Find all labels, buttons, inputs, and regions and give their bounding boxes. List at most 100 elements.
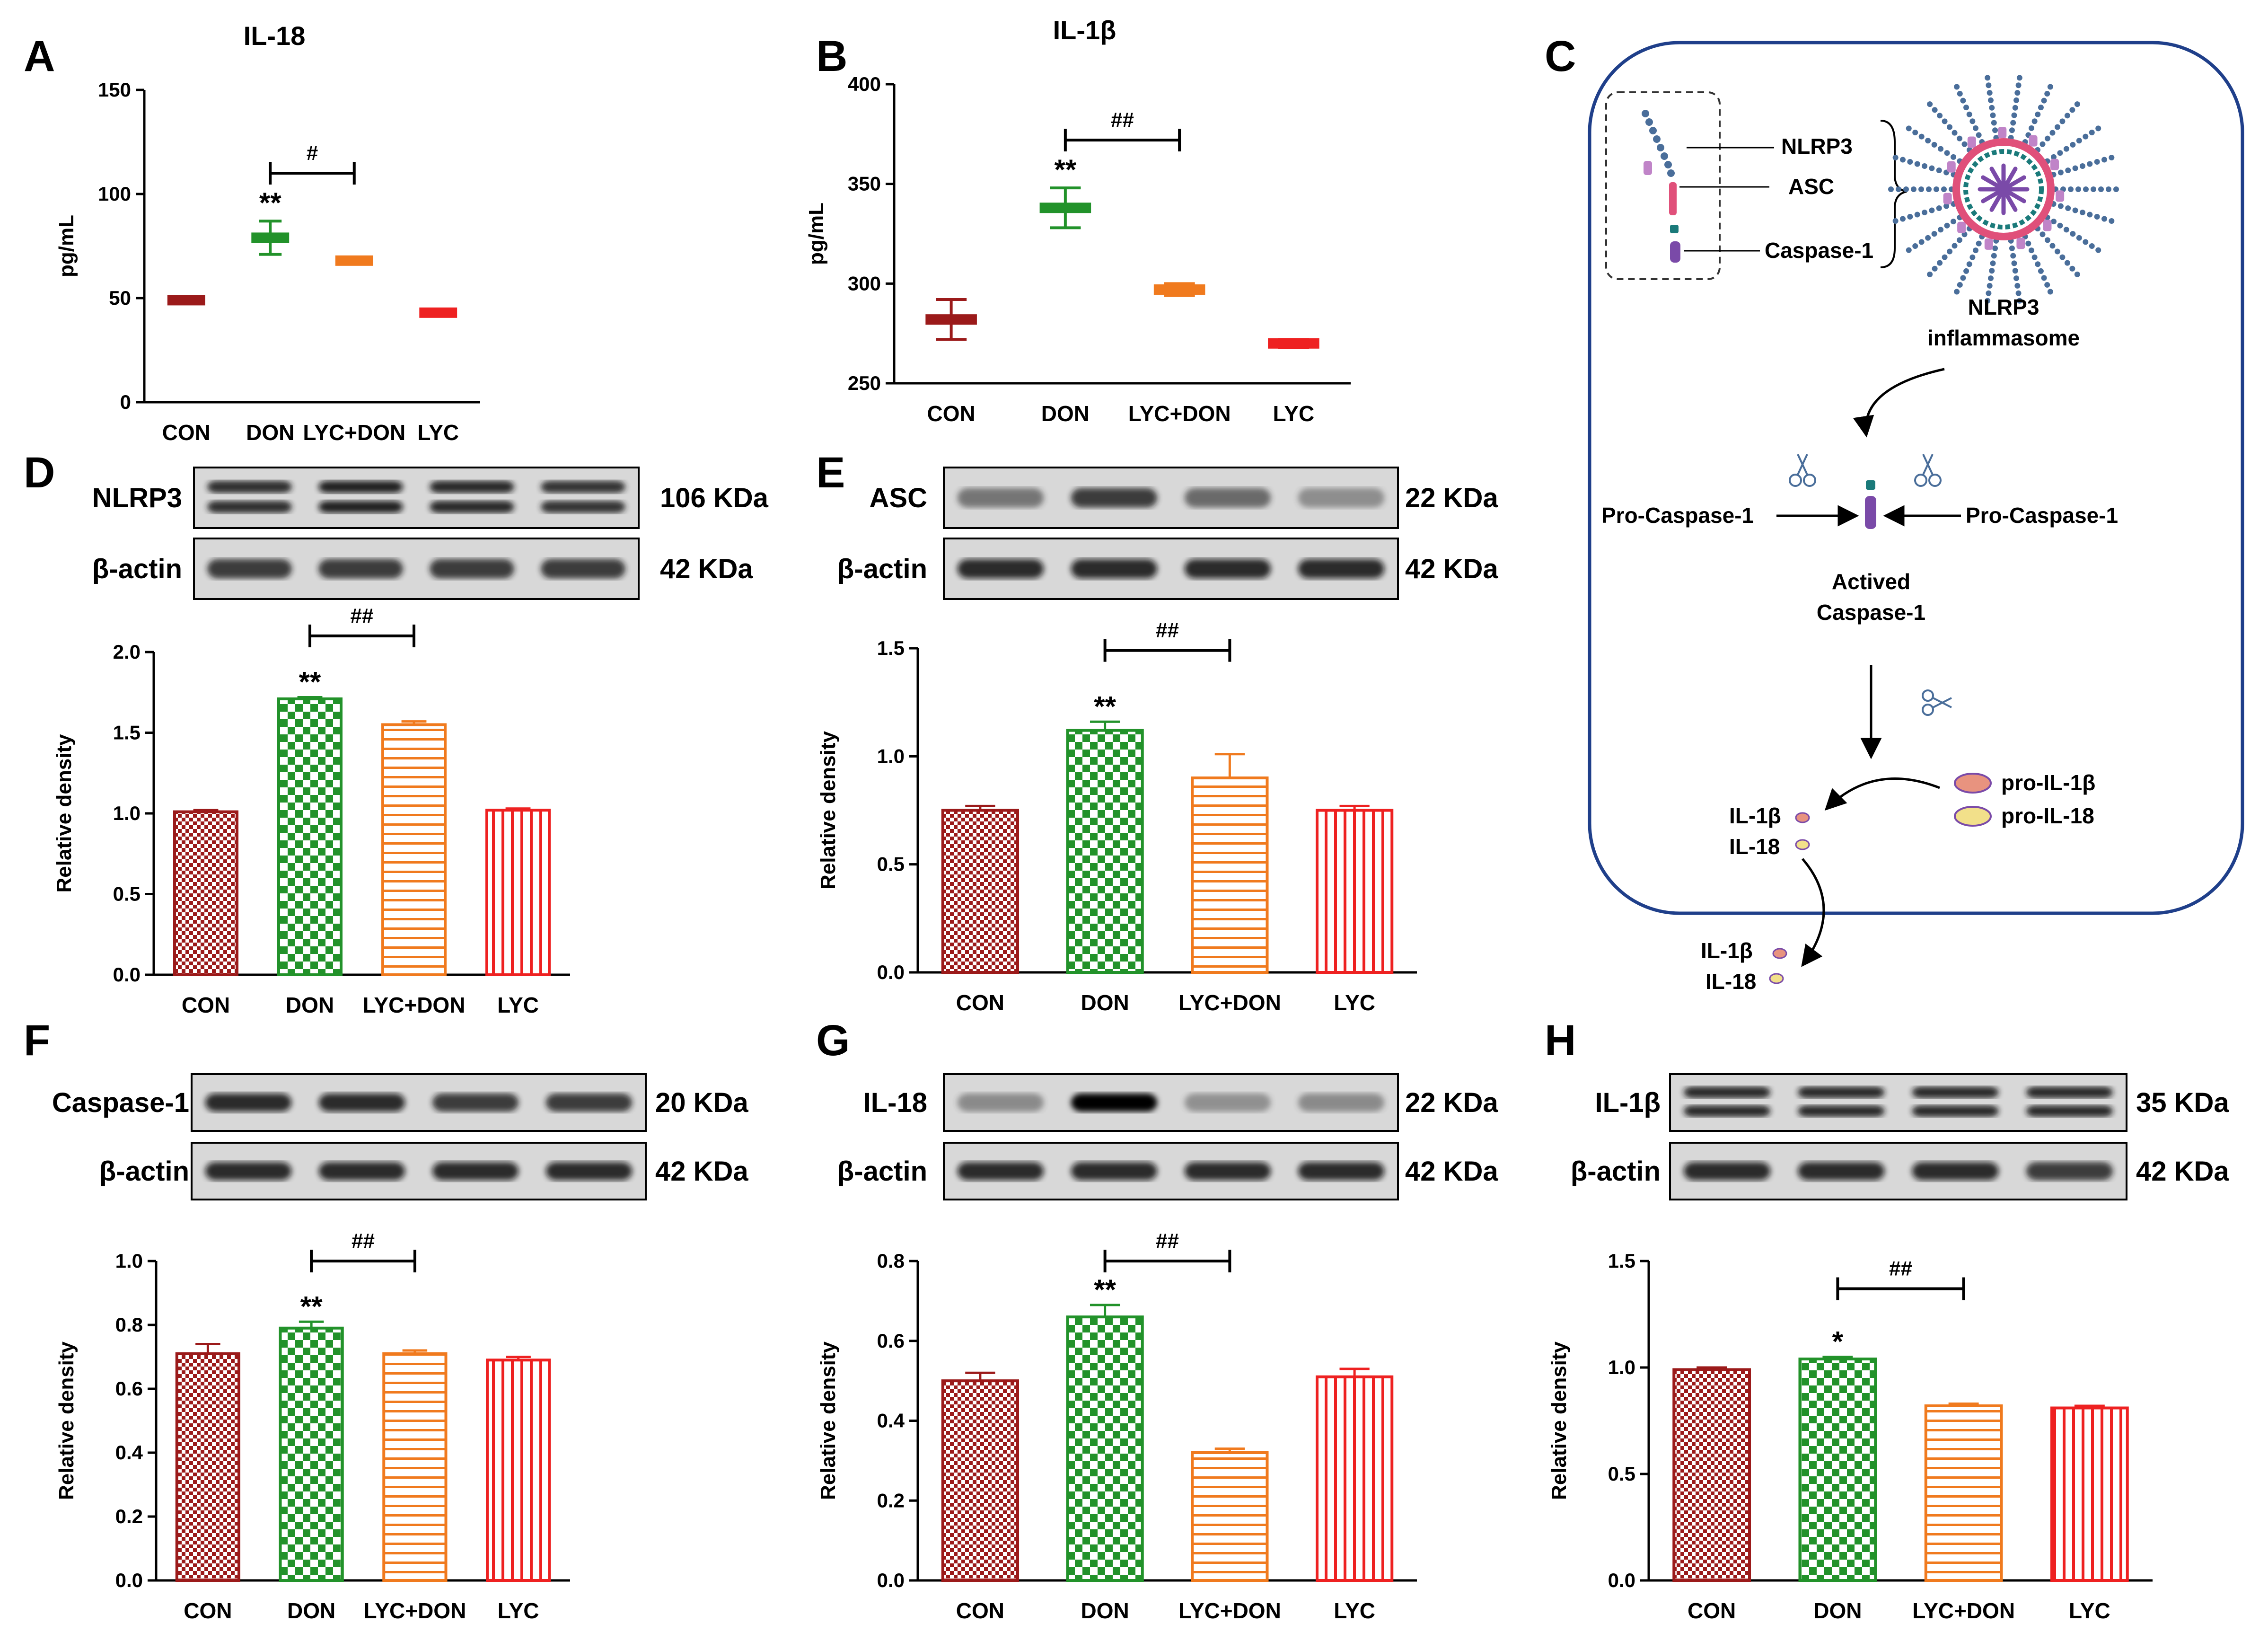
chain-bead xyxy=(1969,118,1976,124)
chain-bead xyxy=(2010,120,2016,126)
chain-bead xyxy=(2057,150,2063,156)
mean-marker-lyc-don xyxy=(1153,284,1205,295)
y-tick-label: 1.0 xyxy=(1608,1356,1635,1378)
pro-il1b-icon xyxy=(1954,773,1992,794)
mean-marker-lyc xyxy=(419,307,457,318)
chain-bead xyxy=(1922,210,1928,216)
chain-bead xyxy=(1973,247,1979,254)
chain-bead xyxy=(2106,186,2111,192)
chain-bead xyxy=(1931,141,1937,148)
chain-bead xyxy=(1926,186,1932,192)
blot-band xyxy=(1798,1086,1885,1098)
bar-con xyxy=(173,810,238,976)
chain-bead xyxy=(2013,97,2020,103)
pro-il18-icon xyxy=(1954,806,1992,827)
y-tick-label: 0.8 xyxy=(877,1250,905,1272)
panel-label-f: F xyxy=(24,1016,50,1065)
significance-marker: ** xyxy=(1094,690,1116,722)
chain-bead xyxy=(2101,157,2108,163)
x-tick-label: LYC xyxy=(2069,1598,2110,1623)
chain-bead xyxy=(2012,268,2018,274)
significance-marker: ** xyxy=(299,666,321,697)
y-tick-label: 1.5 xyxy=(1608,1250,1635,1272)
core-spoke xyxy=(2001,175,2026,192)
blot-band xyxy=(1184,1162,1271,1181)
panel-label-e: E xyxy=(816,449,845,497)
molecular-weight-label: 22 KDa xyxy=(1405,483,1498,513)
y-tick-label: 0.0 xyxy=(113,963,141,986)
chain-bead xyxy=(2076,138,2082,144)
x-tick-label: LYC+DON xyxy=(303,420,405,445)
x-tick-label: DON xyxy=(1041,401,1090,426)
bracket-label: ## xyxy=(352,1229,375,1253)
y-axis-label: pg/mL xyxy=(55,215,78,277)
chain-bead xyxy=(2083,186,2089,192)
blot-strip xyxy=(1669,1073,2127,1132)
blot-band xyxy=(1298,1162,1385,1181)
chain-bead xyxy=(1991,120,1997,126)
chain-bead xyxy=(2047,289,2053,295)
chain-bead xyxy=(1989,105,1995,111)
bar-lyc xyxy=(1316,1375,1394,1582)
bracket-label: ## xyxy=(1889,1257,1912,1280)
chain-bead xyxy=(2014,282,2021,289)
protein-label: β-actin xyxy=(99,1156,189,1187)
y-tick-label: 1.0 xyxy=(877,745,905,767)
y-tick-label: 0.8 xyxy=(115,1314,143,1336)
chain-bead xyxy=(1922,163,1928,169)
x-tick-label: DON xyxy=(1081,1598,1129,1623)
chain-domain xyxy=(1967,136,1976,148)
components-dashed-box xyxy=(1605,91,1721,280)
chain-bead xyxy=(2041,97,2047,104)
blot-band xyxy=(541,481,625,493)
blot-band xyxy=(318,501,403,513)
blot-band xyxy=(1071,488,1158,508)
actived-label-line2: Caspase-1 xyxy=(1817,600,1925,625)
chain-bead xyxy=(1907,214,1913,220)
chain-bead xyxy=(1957,237,1963,243)
chain-bead xyxy=(2095,125,2101,132)
blot-band xyxy=(1912,1086,1999,1098)
chain-bead xyxy=(2054,248,2060,255)
chain-bead xyxy=(1954,289,1960,295)
x-tick-label: LYC+DON xyxy=(363,1598,466,1623)
x-tick-label: DON xyxy=(287,1598,335,1623)
protein-label: β-actin xyxy=(837,554,927,584)
bar-lyc xyxy=(1316,809,1394,974)
chain-bead xyxy=(1941,186,1947,192)
chain-bead xyxy=(2076,235,2082,241)
y-tick-label: 1.5 xyxy=(877,637,905,659)
protein-label: NLRP3 xyxy=(92,483,182,513)
chain-bead xyxy=(1990,260,1996,266)
y-tick-label: 0.0 xyxy=(115,1569,143,1591)
bracket-label: ## xyxy=(1111,108,1134,132)
y-axis-label: Relative density xyxy=(817,731,840,890)
active-caspase-small-icon xyxy=(1866,480,1875,490)
chain-bead xyxy=(2038,268,2044,274)
x-tick-label: LYC xyxy=(1334,1598,1375,1623)
pro-il18-label: pro-IL-18 xyxy=(2001,803,2094,828)
bar-don xyxy=(1798,1358,1877,1582)
chain-bead xyxy=(1944,222,1950,229)
asc-label: ASC xyxy=(1788,174,1834,199)
chain-bead xyxy=(2031,118,2038,124)
chain-bead xyxy=(1925,138,1931,144)
actived-label-line1: Actived xyxy=(1832,569,1910,594)
bracket-label: ## xyxy=(351,604,374,627)
bar-lyc xyxy=(485,809,551,977)
bar-lyc-don xyxy=(1191,776,1269,974)
chain-bead xyxy=(2087,161,2093,167)
chain-bead xyxy=(1907,159,1913,165)
chain-domain xyxy=(1943,193,1952,204)
significance-marker: ** xyxy=(1094,1274,1116,1306)
chain-bead xyxy=(2044,91,2050,97)
blot-band xyxy=(541,559,625,579)
blot-band xyxy=(318,1093,405,1112)
chain-bead xyxy=(1963,268,1969,274)
chain-bead xyxy=(2095,247,2101,253)
x-tick-label: LYC+DON xyxy=(1178,1598,1281,1623)
inflammasome-diagram: NLRP3 ASC Caspase-1 NLRP3 inflammasome P… xyxy=(1588,41,2244,994)
blot-band xyxy=(1184,488,1271,508)
